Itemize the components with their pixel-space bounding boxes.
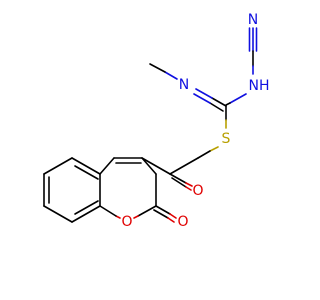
lactone-oxygen-label: O: [177, 214, 188, 230]
structure-canvas: N NH N S O O O: [43, 12, 270, 230]
sulfur-ch2-bond-b: [197, 150, 211, 159]
amidine-double-bond: [193, 88, 227, 112]
amine-nh-label: NH: [249, 78, 270, 94]
nh-carbon-bond-b: [225, 102, 231, 106]
cyano-bond: [248, 27, 258, 52]
benzene-ring: [43, 157, 101, 223]
sulfur-label: S: [222, 131, 231, 147]
pyranone-ring: [99, 157, 157, 219]
ketone-oxygen-label: O: [192, 183, 203, 199]
n-methyl-bond-b: [149, 63, 166, 73]
lactone-double-bond: [153, 205, 177, 223]
sulfur-ch2-bond: [209, 146, 219, 152]
nh-carbon-bond: [229, 93, 247, 104]
ketone-double-bond: [169, 173, 193, 191]
imine-nitrogen-label: N: [179, 77, 189, 93]
cyano-nitrogen-label: N: [248, 12, 258, 28]
carbonyl-ring-bond: [141, 157, 171, 175]
ring-oxygen-label: O: [121, 214, 132, 230]
ch2-carbonyl-bond: [169, 157, 199, 175]
n-methyl-bond: [164, 71, 178, 80]
